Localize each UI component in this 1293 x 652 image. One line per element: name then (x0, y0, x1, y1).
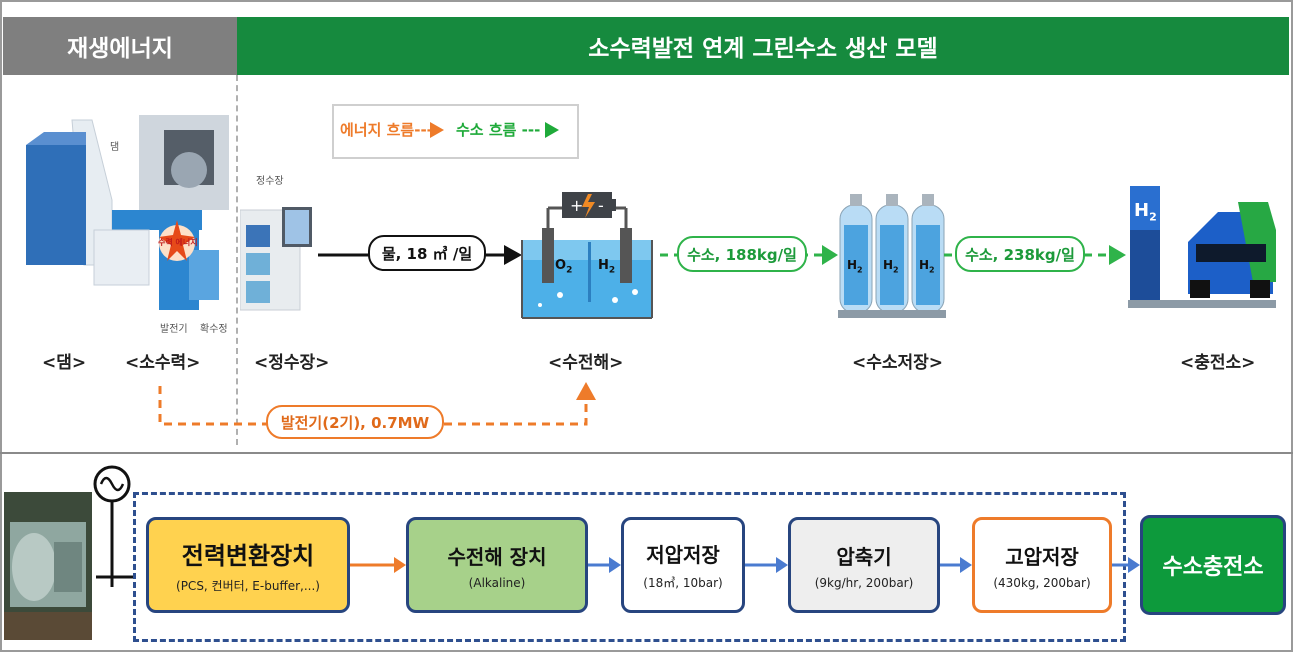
header-title: 소수력발전 연계 그린수소 생산 모델 (237, 17, 1289, 75)
caption-sosuryeok: <소수력> (125, 353, 201, 373)
station-h2-label: H2 (1134, 200, 1157, 224)
hydro-well-label: 확수정 (200, 324, 228, 335)
process-box-title: 전력변환장치 (181, 542, 315, 570)
generator-photo (4, 492, 92, 640)
electrolyzer-icon (521, 206, 653, 319)
caption-water-plant: <정수장> (254, 353, 330, 373)
water-plant-icon (240, 207, 312, 311)
o2-label: O2 (555, 258, 573, 276)
caption-storage: <수소저장> (852, 353, 944, 373)
dam-icon (26, 115, 229, 310)
process-box-title: 압축기 (836, 544, 892, 569)
charging-station-icon (1128, 186, 1276, 308)
tank-3-label: H2 (919, 258, 935, 275)
battery-icon: + - (562, 192, 616, 218)
generator-label: 발전기 (160, 324, 188, 335)
dam-label: 댐 (110, 142, 120, 153)
caption-charging: <충전소> (1180, 353, 1256, 373)
sosuryeok-energy-label: 수력 에너지 (158, 238, 198, 247)
power-flow-pill: 발전기(2기), 0.7MW (266, 405, 444, 439)
power-flow-arrow (158, 382, 596, 426)
section-separator (0, 452, 1293, 454)
tank-2-label: H2 (883, 258, 899, 275)
process-box-high-pressure-storage: 고압저장 (430kg, 200bar) (972, 517, 1112, 613)
h2-flow-arrow-1 (660, 245, 838, 265)
process-box-sub: (Alkaline) (468, 575, 526, 590)
process-box-sub: (PCS, 컨버터, E-buffer,...) (176, 579, 320, 593)
caption-electrolysis: <수전해> (548, 353, 624, 373)
water-flow-pill: 물, 18 ㎥ /일 (368, 235, 486, 271)
process-box-charging-station: 수소충전소 (1140, 515, 1286, 615)
process-box-title: 고압저장 (1005, 544, 1079, 569)
process-box-sub: (9kg/hr, 200bar) (814, 575, 914, 590)
legend-energy-arrow-icon (430, 122, 444, 138)
water-plant-label: 정수장 (256, 176, 284, 187)
caption-dam: <댐> (42, 353, 87, 373)
svg-text:+: + (570, 196, 583, 215)
process-box-compressor: 압축기 (9kg/hr, 200bar) (788, 517, 940, 613)
process-box-power-conversion: 전력변환장치 (PCS, 컨버터, E-buffer,...) (146, 517, 350, 613)
process-group-frame (133, 492, 1126, 642)
process-box-title: 수전해 장치 (447, 544, 547, 569)
final-box-title: 수소충전소 (1162, 555, 1264, 580)
process-box-low-pressure-storage: 저압저장 (18㎥, 10bar) (621, 517, 745, 613)
legend-energy: 에너지 흐름--- (340, 121, 433, 139)
h2-label: H2 (598, 258, 616, 276)
legend-hydrogen: 수소 흐름 --- (456, 121, 541, 139)
hydrogen-tanks-icon (838, 194, 946, 318)
header-renewable: 재생에너지 (3, 17, 237, 75)
legend-box (332, 104, 579, 159)
svg-text:-: - (598, 196, 604, 215)
section-divider (236, 75, 238, 445)
legend-hydrogen-arrow-icon (545, 122, 559, 138)
process-box-sub: (430kg, 200bar) (993, 575, 1091, 590)
process-box-title: 저압저장 (646, 543, 720, 567)
energy-burst-icon (159, 220, 195, 261)
tank-1-label: H2 (847, 258, 863, 275)
ac-generator-symbol (93, 465, 136, 587)
h2-flow-pill-2: 수소, 238kg/일 (955, 236, 1085, 272)
process-box-sub: (18㎥, 10bar) (643, 576, 723, 590)
process-box-electrolyzer: 수전해 장치 (Alkaline) (406, 517, 588, 613)
h2-flow-pill-1: 수소, 188kg/일 (677, 236, 807, 272)
